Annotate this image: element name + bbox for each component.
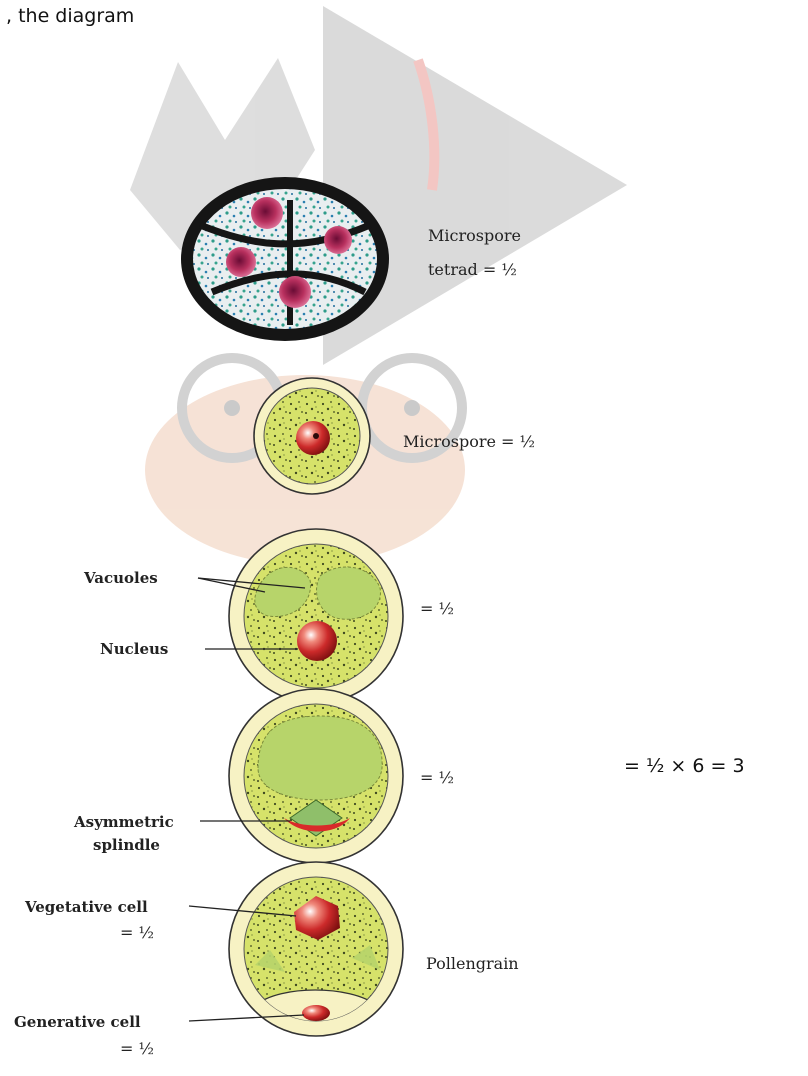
- pollen-label: Pollengrain: [426, 954, 519, 973]
- vacuolate-cell: [229, 529, 403, 703]
- tetrad-nucleus: [251, 197, 283, 229]
- mitosis-score: = ½: [420, 768, 454, 787]
- generative-nucleus: [302, 1005, 330, 1021]
- vacuoles-label: Vacuoles: [83, 569, 158, 587]
- total-equation: = ½ × 6 = 3: [624, 755, 745, 777]
- vegetative-label-line2: = ½: [120, 923, 154, 942]
- tetrad-nucleus: [226, 247, 256, 277]
- microspore-tetrad: [181, 177, 389, 341]
- tetrad-label-line1: Microspore: [428, 226, 521, 245]
- watermark-triangle: [323, 6, 627, 365]
- mitosis-cell: [229, 689, 403, 863]
- large-vacuole: [258, 716, 382, 800]
- microspore-nucleus: [296, 421, 330, 455]
- microspore-cell: [254, 378, 370, 494]
- tetrad-nucleus: [324, 226, 352, 254]
- microspore-label: Microspore = ½: [403, 432, 535, 451]
- generative-label-line1: Generative cell: [14, 1013, 141, 1031]
- nucleus-label: Nucleus: [100, 640, 168, 658]
- tetrad-nucleus: [279, 276, 311, 308]
- vacuolate-score: = ½: [420, 599, 454, 618]
- vegetative-label-line1: Vegetative cell: [24, 898, 148, 916]
- vacuolate-nucleus: [297, 621, 337, 661]
- tetrad-cytoplasm: [193, 189, 377, 329]
- vacuolate-cytoplasm: [244, 544, 388, 688]
- pollen-grain: [229, 862, 403, 1036]
- generative-label-line2: = ½: [120, 1039, 154, 1058]
- tetrad-label-line2: tetrad = ½: [428, 260, 517, 279]
- spindle-label-line2: splindle: [93, 836, 160, 854]
- header-fragment: , the diagram: [6, 5, 134, 27]
- spindle-label-line1: Asymmetric: [73, 813, 174, 831]
